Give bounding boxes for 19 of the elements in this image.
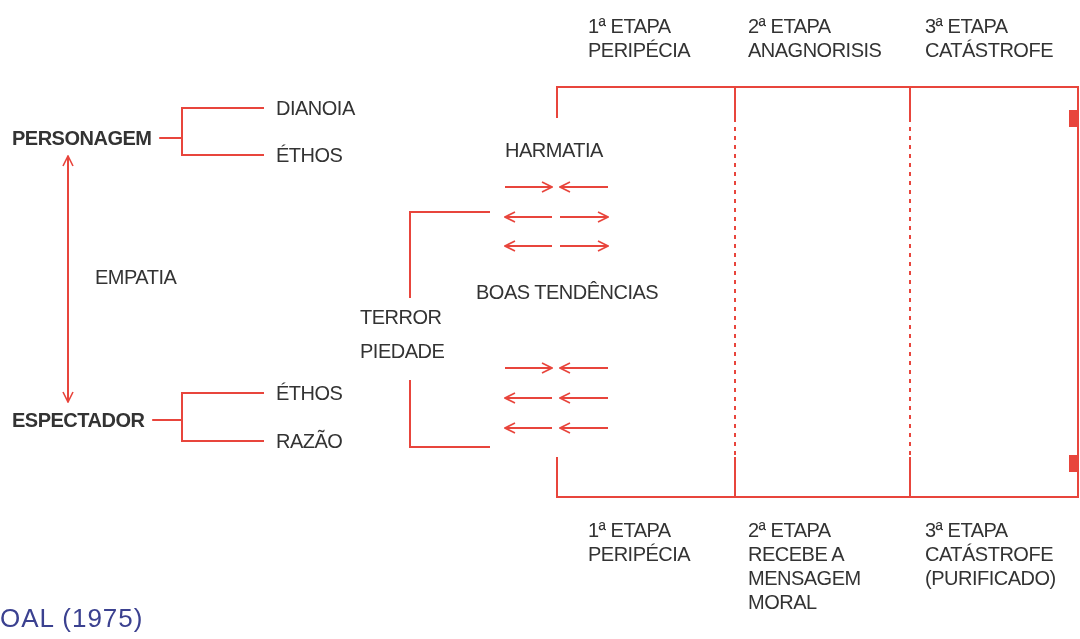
concept-label: TERROR PIEDADE [360,305,446,364]
edge-label: EMPATIA [95,265,177,289]
stage-heading: 3ª ETAPA CATÁSTROFE [925,14,1054,62]
bracket-line [151,419,265,442]
stage-heading: 1ª ETAPA PERIPÉCIA [588,518,692,566]
stage-heading: 2ª ETAPA RECEBE A MENSAGEM MORAL [748,518,862,614]
concept-label: ÉTHOS [276,143,344,167]
double-arrow [62,155,74,403]
concept-label: HARMATIA [505,138,604,162]
role-label: PERSONAGEM [12,126,152,150]
concept-label: BOAS TENDÊNCIAS [476,280,660,304]
source-citation: OAL (1975) [0,602,145,634]
concept-label: DIANOIA [276,96,356,120]
stage-heading: 1ª ETAPA PERIPÉCIA [588,14,692,62]
concept-label: RAZÃO [276,429,344,453]
stage-heading: 2ª ETAPA ANAGNORISIS [748,14,883,62]
stage-heading: 3ª ETAPA CATÁSTROFE (PURIFICADO) [925,518,1057,590]
concept-label: ÉTHOS [276,381,344,405]
bracket-line [158,137,265,156]
